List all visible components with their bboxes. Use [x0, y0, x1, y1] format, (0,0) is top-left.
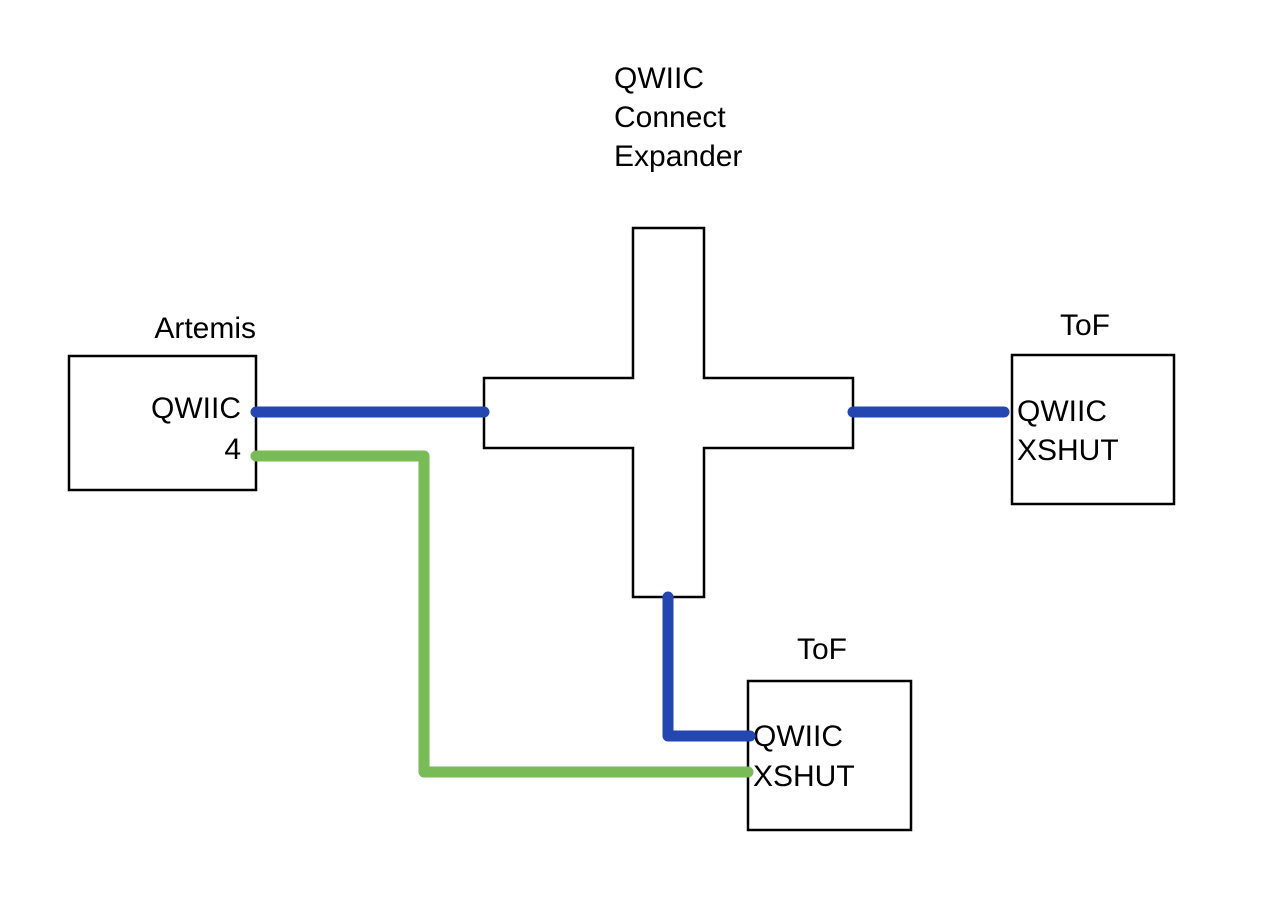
wires [250, 406, 1010, 778]
xshut-wire-artemis-to-tof-bottom [250, 450, 754, 778]
tof-right-box [1010, 353, 1176, 506]
artemis-box [67, 354, 258, 492]
tof-bottom-pin-xshut: XSHUT [753, 760, 855, 793]
expander-title-line1: QWIIC [614, 62, 704, 95]
artemis-pin-4: 4 [224, 433, 241, 466]
qwiic-wire-expander-to-tof-bottom [662, 591, 756, 742]
tof-right-pin-qwiic: QWIIC [1017, 395, 1107, 428]
expander-cross-shape [482, 226, 855, 599]
artemis-board: Artemis QWIIC 4 [67, 312, 258, 492]
tof-right-pin-xshut: XSHUT [1017, 434, 1119, 467]
tof-bottom-title: ToF [797, 633, 847, 666]
tof-sensor-right: ToF QWIIC XSHUT [1010, 309, 1176, 506]
qwiic-expander: QWIIC Connect Expander [482, 62, 855, 599]
artemis-title: Artemis [154, 312, 256, 345]
expander-title-line3: Expander [614, 140, 742, 173]
tof-bottom-pin-qwiic: QWIIC [753, 720, 843, 753]
tof-sensor-bottom: ToF QWIIC XSHUT [746, 633, 913, 832]
expander-title-line2: Connect [614, 101, 726, 134]
artemis-pin-qwiic: QWIIC [151, 392, 241, 425]
tof-bottom-box [746, 679, 913, 832]
tof-right-title: ToF [1060, 309, 1110, 342]
